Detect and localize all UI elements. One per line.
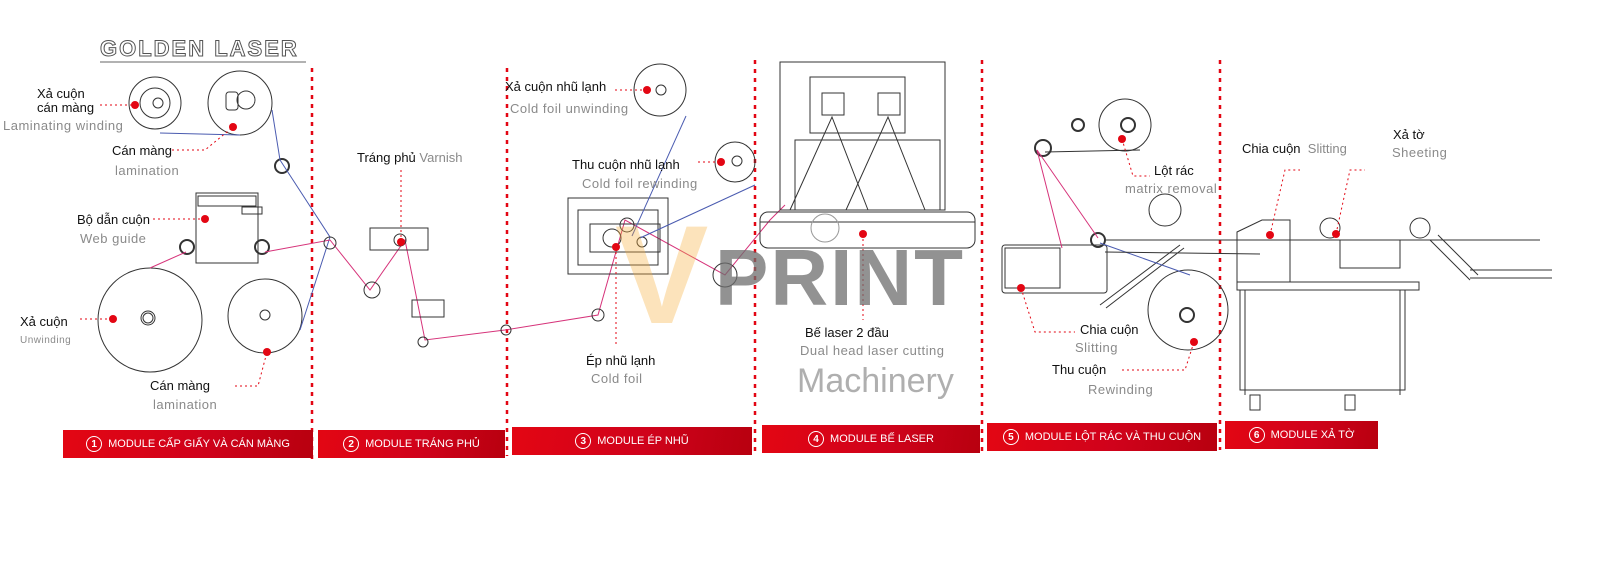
- label-laminating-winding: Xả cuộn cán màng: [37, 86, 95, 115]
- label-lamination-bottom-en: lamination: [153, 397, 218, 412]
- label-web-guide: Bộ dẫn cuộn: [77, 212, 151, 227]
- label-rewinding: Thu cuộn: [1052, 362, 1107, 377]
- module-4-number: 4: [808, 431, 825, 447]
- module-3-banner: 3 MODULE ÉP NHŨ: [512, 427, 752, 455]
- module-4-drawing: [759, 61, 976, 249]
- watermark-print: PRINT: [715, 233, 965, 322]
- module-6-number: 6: [1248, 427, 1265, 443]
- module-3-number: 3: [575, 433, 592, 449]
- module-5-banner: 5 MODULE LỘT RÁC VÀ THU CUỘN: [987, 423, 1217, 451]
- module-1-drawing: [97, 70, 786, 373]
- label-cold-foil-en: Cold foil: [591, 371, 643, 386]
- module-2-number: 2: [343, 436, 360, 452]
- label-lamination-top-en: lamination: [115, 163, 180, 178]
- label-unwinding: Xả cuộn: [20, 314, 68, 329]
- label-slitting-6-en: Slitting: [1307, 141, 1347, 156]
- label-sheeting: Xả tờ: [1393, 127, 1425, 142]
- label-lamination-top: Cán màng: [112, 143, 172, 158]
- label-cold-foil-unwinding-en: Cold foil unwinding: [510, 101, 629, 116]
- label-leaders: [80, 89, 1365, 387]
- label-cold-foil-rewinding: Thu cuộn nhũ lạnh: [572, 157, 680, 172]
- module-4-banner: 4 MODULE BẾ LASER: [762, 425, 980, 453]
- label-cold-foil-unwinding: Xả cuộn nhũ lạnh: [505, 79, 607, 94]
- label-slitting-6-vi: Chia cuộn: [1242, 141, 1301, 156]
- label-sheeting-en: Sheeting: [1392, 145, 1448, 160]
- module-3-drawing: [567, 63, 756, 322]
- module-dividers: [310, 60, 1222, 460]
- label-slitting-6: Chia cuộn Slitting: [1242, 141, 1347, 156]
- label-laser-en: Dual head laser cutting: [800, 343, 945, 358]
- label-cold-foil: Ép nhũ lạnh: [586, 353, 656, 368]
- module-2-drawing: [323, 227, 512, 348]
- module-1-number: 1: [86, 436, 103, 452]
- label-web-guide-en: Web guide: [80, 231, 147, 246]
- label-varnish-vi: Tráng phủ: [357, 150, 416, 165]
- brand-logo: GOLDEN LASER: [100, 36, 299, 62]
- module-1-banner: 1 MODULE CẤP GIẤY VÀ CÁN MÀNG: [63, 430, 313, 458]
- label-slitting-5: Chia cuộn: [1080, 322, 1139, 337]
- label-varnish-en: Varnish: [419, 150, 463, 165]
- module-2-label: MODULE TRÁNG PHỦ: [365, 438, 480, 450]
- module-3-label: MODULE ÉP NHŨ: [597, 435, 689, 447]
- label-laser: Bế laser 2 đầu: [805, 325, 889, 340]
- label-lamination-bottom: Cán màng: [150, 378, 210, 393]
- module-2-banner: 2 MODULE TRÁNG PHỦ: [318, 430, 505, 458]
- module-5-drawing: [1001, 98, 1540, 351]
- module-6-banner: 6 MODULE XẢ TỜ: [1225, 421, 1378, 449]
- label-unwinding-en: Unwinding: [20, 335, 72, 346]
- label-matrix-removal-en: matrix removal: [1125, 181, 1218, 196]
- module-5-label: MODULE LỘT RÁC VÀ THU CUỘN: [1024, 431, 1202, 443]
- module-5-number: 5: [1002, 429, 1019, 445]
- module-6-label: MODULE XẢ TỜ: [1270, 429, 1355, 441]
- label-varnish: Tráng phủ Varnish: [357, 150, 463, 165]
- module-4-label: MODULE BẾ LASER: [830, 433, 934, 445]
- label-slitting-5-en: Slitting: [1075, 340, 1119, 355]
- watermark-machinery: Machinery: [797, 362, 954, 400]
- label-laminating-winding-en: Laminating winding: [3, 118, 124, 133]
- module-6-drawing: [1236, 217, 1552, 411]
- label-matrix-removal: Lột rác: [1154, 163, 1194, 178]
- label-cold-foil-rewinding-en: Cold foil rewinding: [582, 176, 698, 191]
- module-1-label: MODULE CẤP GIẤY VÀ CÁN MÀNG: [108, 438, 290, 450]
- watermark-v: V: [615, 196, 709, 353]
- label-rewinding-en: Rewinding: [1088, 382, 1154, 397]
